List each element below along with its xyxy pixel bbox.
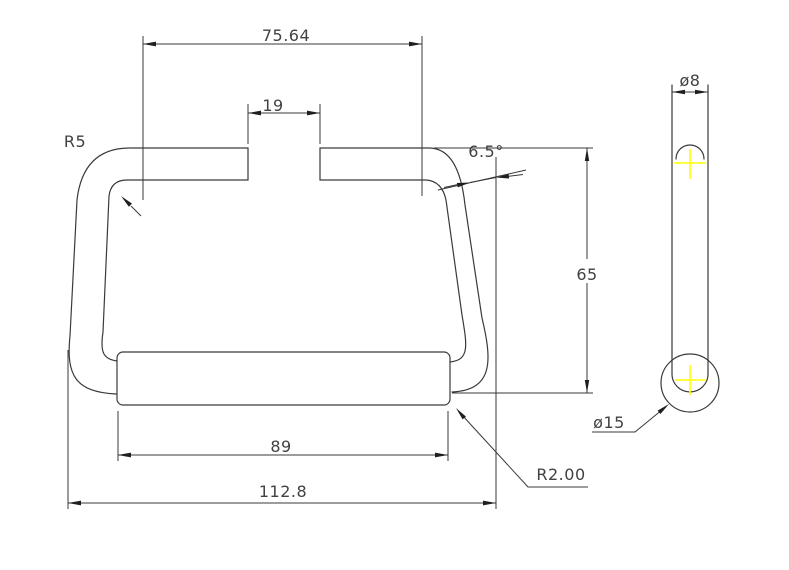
arrow-tail [443,184,459,188]
dim-corner-radius: R5 [64,132,142,217]
arrowhead [121,196,132,207]
arrowhead [584,380,590,393]
dimension-line [469,177,497,183]
dim-grip-radius-label: R2.00 [536,465,585,484]
arrowhead [307,110,320,116]
leader-line [130,205,142,217]
arrowhead [68,500,81,506]
dim-top-width: 75.64 [142,26,423,200]
arrowhead [118,452,131,458]
dim-loop-diameter-label: ø15 [593,413,625,432]
arrowhead [672,89,685,95]
dim-height-label: 65 [576,265,597,284]
dim-bend-angle-label: 6.5° [468,142,503,161]
dim-height: 65 [434,147,604,394]
strap-inner-right-edge [319,179,467,363]
dim-grip-length: 89 [117,411,449,461]
arrowhead [409,41,422,47]
dim-overall-width-label: 112.8 [259,482,307,501]
loop-circle [660,353,720,413]
strap-outer-left-edge [68,147,249,395]
center-mark-top [674,149,706,179]
dim-loop-diameter: ø15 [592,404,669,433]
arrowhead [483,500,496,506]
dim-notch-width-label: 19 [262,96,283,115]
grip-bar-outline [116,351,451,406]
arrowhead [584,148,590,161]
label-background [570,259,604,283]
strap-outer-right-edge [319,147,489,393]
side-view: ø8 ø15 [592,71,720,433]
dim-corner-radius-label: R5 [64,132,86,151]
strap-inner-left-edge [101,179,249,362]
arrow-tail [508,174,524,177]
front-view: 75.64 19 R5 [64,26,604,509]
arrowhead [496,174,510,179]
dim-overall-width: 112.8 [67,350,496,509]
arrowhead [248,110,261,116]
leader-line [461,414,588,488]
leader-line [592,411,661,433]
arrowhead [657,404,669,414]
arrowhead [143,41,156,47]
arrowhead [456,182,470,188]
arrowhead [456,408,466,420]
dim-notch-width: 19 [247,96,321,144]
dim-rod-diameter-label: ø8 [680,71,701,90]
dim-top-width-label: 75.64 [262,26,310,45]
rod-top-bend-arc [675,144,705,160]
dim-rod-diameter: ø8 [672,71,708,95]
arrowhead [435,452,448,458]
dim-grip-length-label: 89 [270,437,291,456]
center-mark-bottom [675,365,705,395]
dim-grip-radius: R2.00 [456,408,588,488]
arrowhead [695,89,708,95]
dim-bend-angle: 6.5° [437,142,527,509]
